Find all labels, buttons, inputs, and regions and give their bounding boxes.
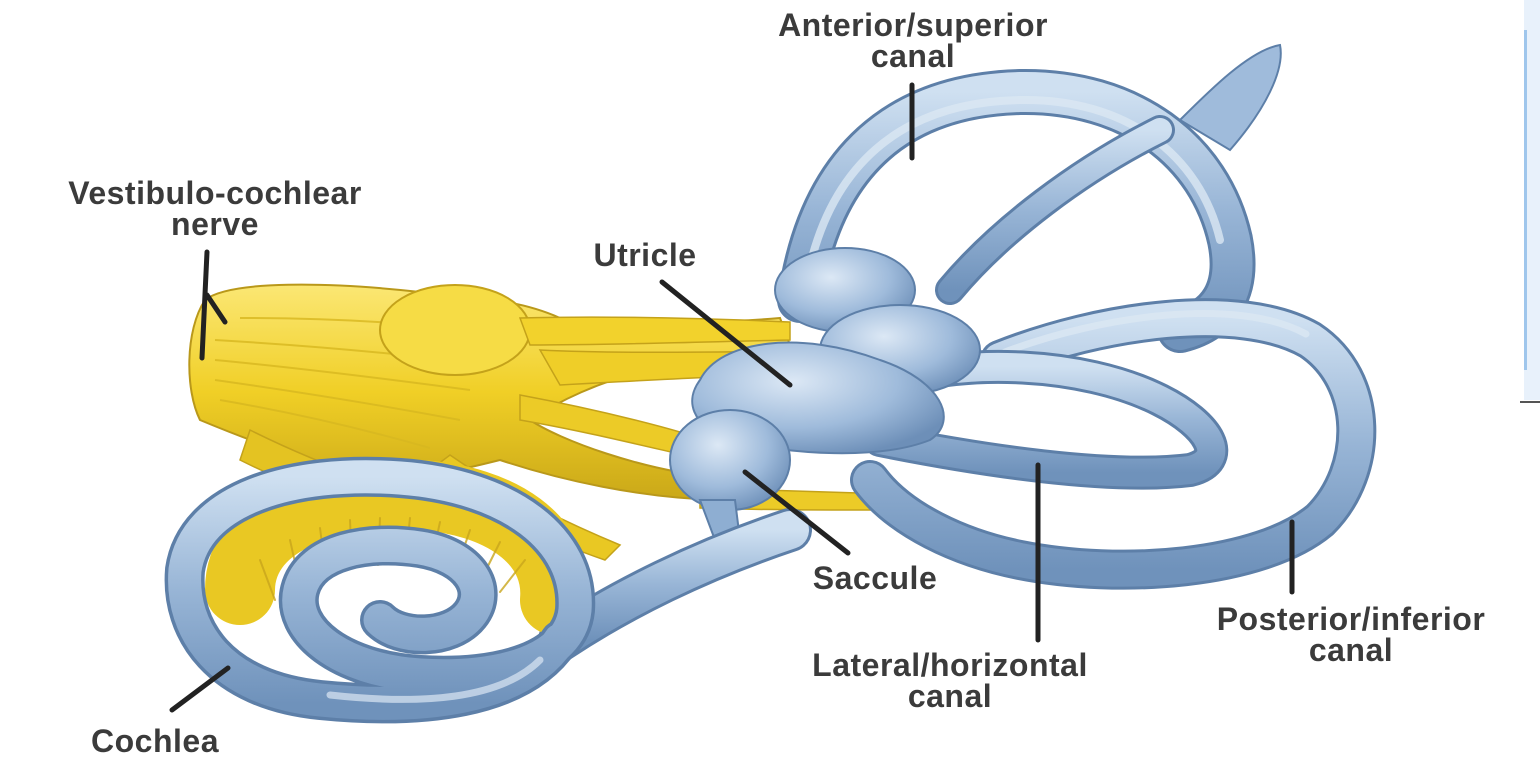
label-nerve-line2: nerve [10, 209, 420, 240]
label-posterior-line2: canal [1166, 635, 1536, 666]
label-anterior-superior-canal: Anterior/superior canal [728, 10, 1098, 72]
label-lateral-line1: Lateral/horizontal [760, 650, 1140, 681]
label-anterior-line1: Anterior/superior [728, 10, 1098, 41]
label-saccule: Saccule [790, 563, 960, 594]
label-nerve-line1: Vestibulo-cochlear [10, 178, 420, 209]
label-anterior-line2: canal [728, 41, 1098, 72]
label-vestibulocochlear-nerve: Vestibulo-cochlear nerve [10, 178, 420, 240]
label-lateral-line2: canal [760, 681, 1140, 712]
label-utricle: Utricle [570, 240, 720, 271]
background-frame [1520, 0, 1540, 402]
cochlea-shape [185, 477, 790, 704]
label-posterior-line1: Posterior/inferior [1166, 604, 1536, 635]
label-utricle-text: Utricle [570, 240, 720, 271]
leader-cochlea [172, 668, 228, 710]
label-cochlea: Cochlea [55, 726, 255, 757]
label-cochlea-text: Cochlea [55, 726, 255, 757]
label-posterior-inferior-canal: Posterior/inferior canal [1166, 604, 1536, 666]
label-lateral-horizontal-canal: Lateral/horizontal canal [760, 650, 1140, 712]
label-saccule-text: Saccule [790, 563, 960, 594]
